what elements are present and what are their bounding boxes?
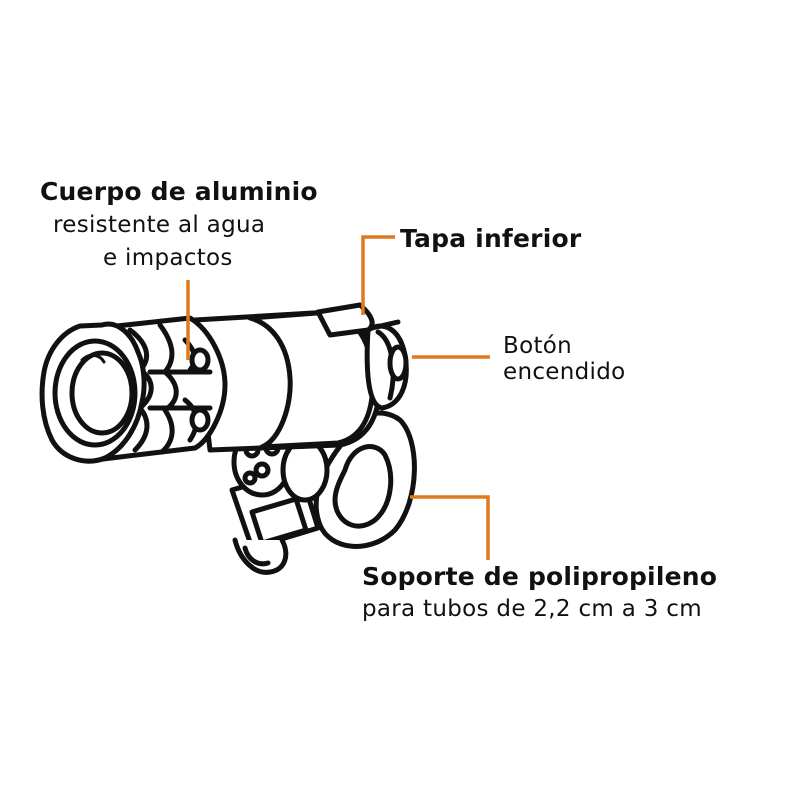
knob-hole — [253, 461, 271, 479]
mount-leader-line — [410, 495, 490, 560]
body-callout-title: Cuerpo de aluminio — [40, 177, 318, 206]
power-button — [387, 344, 409, 382]
mount-clip — [232, 537, 289, 575]
body-callout-line1: resistente al agua — [53, 212, 266, 238]
mount-clip-foot — [242, 545, 271, 567]
mount-ring-inner — [332, 444, 394, 529]
button-callout-line2: encendido — [503, 359, 626, 385]
mount-block-face — [249, 496, 309, 546]
button-callout-line1: Botón — [503, 333, 573, 359]
lens-inner — [69, 350, 135, 436]
body-top-block — [315, 302, 375, 338]
cap-callout-title: Tapa inferior — [400, 224, 582, 253]
mount-callout-line1: para tubos de 2,2 cm a 3 cm — [362, 596, 702, 622]
mount-callout-title: Soporte de polipropileno — [362, 562, 718, 591]
leader-lines — [186, 235, 490, 560]
body-callout-line2: e impactos — [103, 245, 233, 271]
head-fin — [189, 347, 211, 373]
knob-hole — [242, 470, 258, 486]
cap-leader-line — [361, 235, 395, 315]
head-fin — [189, 407, 211, 433]
